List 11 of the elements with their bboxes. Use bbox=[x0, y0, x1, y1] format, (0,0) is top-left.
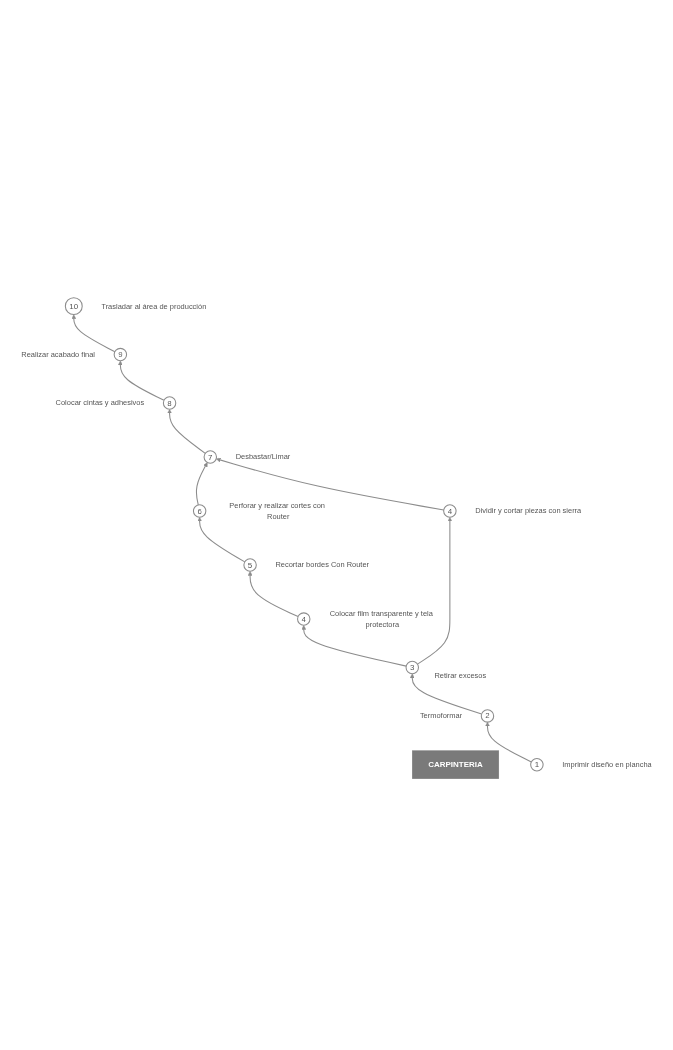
arrow bbox=[167, 409, 206, 454]
arrow bbox=[416, 517, 453, 665]
arrow bbox=[118, 360, 165, 401]
arrow bbox=[216, 457, 445, 511]
arrow bbox=[301, 625, 407, 667]
arrow bbox=[409, 673, 483, 715]
arrow bbox=[71, 314, 116, 353]
arrow bbox=[195, 462, 208, 506]
arrow bbox=[197, 517, 246, 563]
arrow bbox=[485, 721, 532, 763]
arrow bbox=[247, 571, 299, 618]
